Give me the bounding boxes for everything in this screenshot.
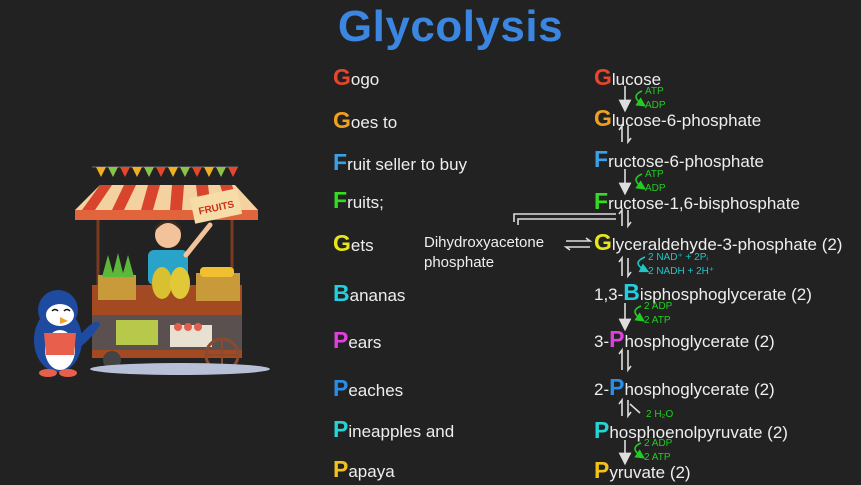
pathway-step-f16bp: Fructose-1,6-bisphosphate xyxy=(594,188,800,214)
mnemonic-item: Gogo xyxy=(333,64,380,90)
pathway-step-13bpg: 1,3-Bisphosphoglycerate (2) xyxy=(594,279,812,305)
pathway-step-g6p: Glucose-6-phosphate xyxy=(594,105,762,131)
fruit-stall-illustration: FRUITS xyxy=(34,166,270,377)
mnemonic-item: Pineapples and xyxy=(333,416,455,442)
cofactor-adp-in: 2 ADP xyxy=(644,301,673,312)
mnemonic-item: Papaya xyxy=(333,456,395,482)
cofactor-atp-out: 2 ATP xyxy=(644,315,671,326)
cofactor-atp-out: 2 ATP xyxy=(644,452,671,463)
pathway-step-3pg: 3-Phosphoglycerate (2) xyxy=(594,326,775,352)
pathway-step-pep: Phosphoenolpyruvate (2) xyxy=(594,417,788,443)
pathway-step-f6p: Fructose-6-phosphate xyxy=(594,146,764,172)
mnemonic-item: Goes to xyxy=(333,107,398,133)
cofactor-atp-in: ATP xyxy=(645,169,664,180)
penguin-mascot xyxy=(34,290,100,377)
cofactor-adp-out: ADP xyxy=(645,100,666,111)
pathway-step-pyruvate: Pyruvate (2) xyxy=(594,457,691,483)
mnemonic-item: Fruits; xyxy=(333,187,384,213)
bunting-flags-icon xyxy=(96,167,238,177)
mnemonic-item: Peaches xyxy=(333,375,404,401)
mnemonic-item: Gets xyxy=(333,230,374,256)
cofactor-atp-in: ATP xyxy=(645,86,664,97)
fruits-sign: FRUITS xyxy=(189,188,243,224)
pathway-step-g3p: Glyceraldehyde-3-phosphate (2) xyxy=(594,229,843,255)
pathway-step-glucose: Glucose xyxy=(594,64,662,90)
page-title: Glycolysis xyxy=(337,2,564,51)
cofactor-adp-out: ADP xyxy=(645,183,666,194)
mnemonic-item: Fruit seller to buy xyxy=(333,149,468,175)
cofactor-nadh-out: 2 NADH + 2H⁺ xyxy=(648,266,715,277)
cofactor-nad-in: 2 NAD⁺ + 2Pᵢ xyxy=(648,252,708,263)
mnemonic-item: Bananas xyxy=(333,280,406,306)
pathway-step-2pg: 2-Phosphoglycerate (2) xyxy=(594,374,775,400)
dhap-label: Dihydroxyacetone phosphate xyxy=(424,234,545,271)
cofactor-water-out: 2 H₂O xyxy=(646,409,674,420)
cofactor-adp-in: 2 ADP xyxy=(644,438,673,449)
mnemonic-item: Pears xyxy=(333,327,382,353)
